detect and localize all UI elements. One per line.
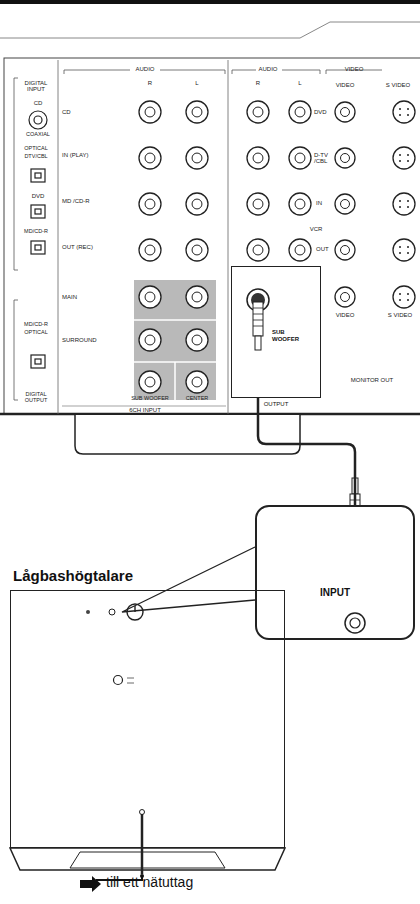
device-heading: Lågbashögtalare: [13, 567, 133, 584]
jack-label: OPTICAL: [24, 330, 48, 336]
jack-label: CD: [62, 109, 71, 115]
jack-label: S VIDEO: [386, 82, 410, 88]
jack-label: IN (PLAY): [62, 152, 89, 158]
panel-edge: [0, 413, 420, 416]
note-label: till ett nätuttag: [106, 875, 193, 890]
jack-label: S VIDEO: [388, 312, 412, 318]
jack-label: SURROUND: [62, 337, 97, 343]
port-label: INPUT: [257, 587, 413, 598]
subwoofer-foot: [10, 848, 285, 870]
jack-label: OPTICAL: [24, 146, 48, 152]
top-bar: [0, 0, 420, 4]
jack-label: VIDEO: [336, 82, 355, 88]
callout-leader: [122, 547, 255, 612]
6ch-group: [134, 280, 216, 400]
jack-label: D-TV /CBL: [314, 152, 342, 165]
jack-label: CD: [34, 100, 43, 106]
jack-label: MD/CD-R: [24, 322, 48, 328]
power-cord: [141, 814, 144, 874]
jack-label: VIDEO: [336, 312, 355, 318]
subwoofer-box: Lågbashögtalare: [10, 590, 285, 848]
signal-cable: [258, 398, 355, 505]
arrow-symbol: [80, 876, 101, 892]
jack-label: R: [256, 80, 260, 86]
jack-label: COAXIAL: [26, 132, 50, 138]
jack-label: 6CH INPUT: [129, 407, 161, 413]
port-label: SUB WOOFER: [272, 329, 306, 342]
jack-label: DIGITAL INPUT: [16, 80, 56, 93]
jack-label: VCR: [310, 226, 323, 232]
rca-plug: [247, 289, 269, 350]
jack-label: DIGITAL OUTPUT: [16, 392, 56, 404]
jack-label: L: [195, 80, 198, 86]
jack-label: DVD: [32, 193, 45, 199]
input-jack: [255, 505, 415, 640]
jack-label: DTV/CBL: [24, 154, 47, 160]
jack-label: L: [298, 80, 301, 86]
jack-label: OUT: [316, 246, 329, 252]
jack-label: MAIN: [62, 294, 77, 300]
jack-label: IN: [316, 200, 322, 206]
group-label: OUTPUT: [232, 401, 320, 407]
header-line: [0, 22, 420, 38]
jack-label: MD/CD-R: [24, 229, 48, 235]
jack-label: SUB WOOFER: [131, 396, 169, 402]
jack-label: MD /CD-R: [62, 198, 90, 204]
receiver-foot: [75, 415, 300, 454]
receiver-panel: [4, 58, 420, 414]
callout-bubble: INPUT: [255, 505, 415, 640]
jack-label: OUT (REC): [62, 244, 93, 250]
jack-label: R: [148, 80, 152, 86]
jack-label: AUDIO: [258, 66, 277, 72]
output-box: SUB WOOFEROUTPUT: [231, 266, 321, 398]
jack-label: AUDIO: [135, 66, 154, 72]
jack-label: CENTER: [186, 396, 209, 402]
jack-label: VIDEO: [345, 66, 364, 72]
jack-label: MONITOR OUT: [351, 377, 394, 383]
jack-label: DVD: [314, 109, 327, 115]
